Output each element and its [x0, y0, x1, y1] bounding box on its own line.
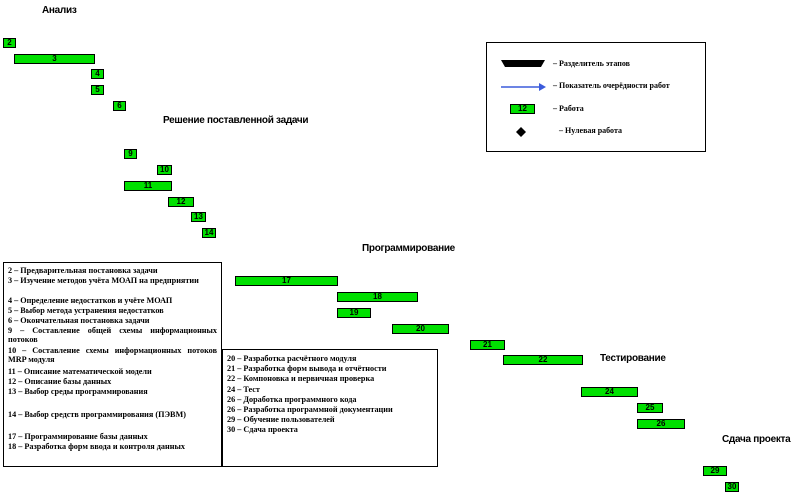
legend-zero-work: – Нулевая работа	[559, 126, 622, 135]
task-item-26b: 26 – Разработка программной документации	[227, 405, 393, 414]
phase-title-programming: Программирование	[362, 243, 455, 254]
work-bar-26: 26	[637, 419, 685, 429]
work-bar-17: 17	[235, 276, 338, 286]
work-bar-19: 19	[337, 308, 371, 318]
legend-stage-separator: – Разделитель этапов	[553, 59, 630, 68]
work-bar-13: 13	[191, 212, 206, 222]
work-bar-14: 14	[202, 228, 216, 238]
task-item-13: 13 – Выбор среды программирования	[8, 387, 148, 396]
phase-title-delivery: Сдача проекта	[722, 434, 791, 445]
work-bar-20: 20	[392, 324, 449, 334]
task-list-left: 2 – Предварительная постановка задачи 3 …	[3, 262, 222, 467]
legend-work-sample: 12	[510, 104, 535, 114]
work-bar-3: 3	[14, 54, 95, 64]
work-bar-21: 21	[470, 340, 505, 350]
task-list-right: 20 – Разработка расчётного модуля 21 – Р…	[222, 349, 438, 467]
task-item-12: 12 – Описание базы данных	[8, 377, 112, 386]
legend-order-indicator: – Показатель очерёдности работ	[553, 81, 670, 90]
legend-work: – Работа	[553, 104, 584, 113]
task-item-21: 21 – Разработка форм вывода и отчётности	[227, 364, 387, 373]
task-item-20: 20 – Разработка расчётного модуля	[227, 354, 357, 363]
task-item-11: 11 – Описание математической модели	[8, 367, 152, 376]
work-bar-18: 18	[337, 292, 418, 302]
work-bar-2: 2	[3, 38, 16, 48]
work-bar-5: 5	[91, 85, 104, 95]
work-bar-25: 25	[637, 403, 663, 413]
task-item-29: 29 – Обучение пользователей	[227, 415, 335, 424]
work-bar-10: 10	[157, 165, 172, 175]
task-item-14: 14 – Выбор средств программирования (ПЭВ…	[8, 410, 186, 419]
work-bar-9: 9	[124, 149, 137, 159]
work-bar-6: 6	[113, 101, 126, 111]
task-item-30: 30 – Сдача проекта	[227, 425, 298, 434]
stage-separator-icon	[501, 60, 545, 67]
order-arrow-icon	[501, 83, 546, 91]
legend-box: – Разделитель этапов – Показатель очерёд…	[486, 42, 706, 152]
task-item-5: 5 – Выбор метода устранения недостатков	[8, 306, 164, 315]
task-item-6: 6 – Окончательная постановка задачи	[8, 316, 150, 325]
task-item-22: 22 – Компоновка и первичная проверка	[227, 374, 375, 383]
task-item-24: 24 – Тест	[227, 385, 260, 394]
phase-title-testing: Тестирование	[600, 353, 666, 364]
task-item-26a: 26 – Доработка программного кода	[227, 395, 357, 404]
task-item-4: 4 – Определение недостатков и учёте МОАП	[8, 296, 173, 305]
phase-title-analysis: Анализ	[42, 5, 77, 16]
work-bar-22: 22	[503, 355, 583, 365]
work-bar-11: 11	[124, 181, 172, 191]
task-item-3: 3 – Изучение методов учёта МОАП на предп…	[8, 276, 199, 285]
zero-work-diamond-icon	[516, 127, 526, 137]
work-bar-30: 30	[725, 482, 739, 492]
task-item-2: 2 – Предварительная постановка задачи	[8, 266, 158, 275]
work-bar-29: 29	[703, 466, 727, 476]
task-item-10: 10 – Составление схемы информационных по…	[8, 346, 217, 365]
task-item-18: 18 – Разработка форм ввода и контроля да…	[8, 442, 185, 451]
task-item-9: 9 – Составление общей схемы информационн…	[8, 326, 217, 345]
phase-title-solution: Решение поставленной задачи	[163, 115, 309, 126]
work-bar-24: 24	[581, 387, 638, 397]
task-item-17: 17 – Программирование базы данных	[8, 432, 148, 441]
work-bar-12: 12	[168, 197, 194, 207]
work-bar-4: 4	[91, 69, 104, 79]
